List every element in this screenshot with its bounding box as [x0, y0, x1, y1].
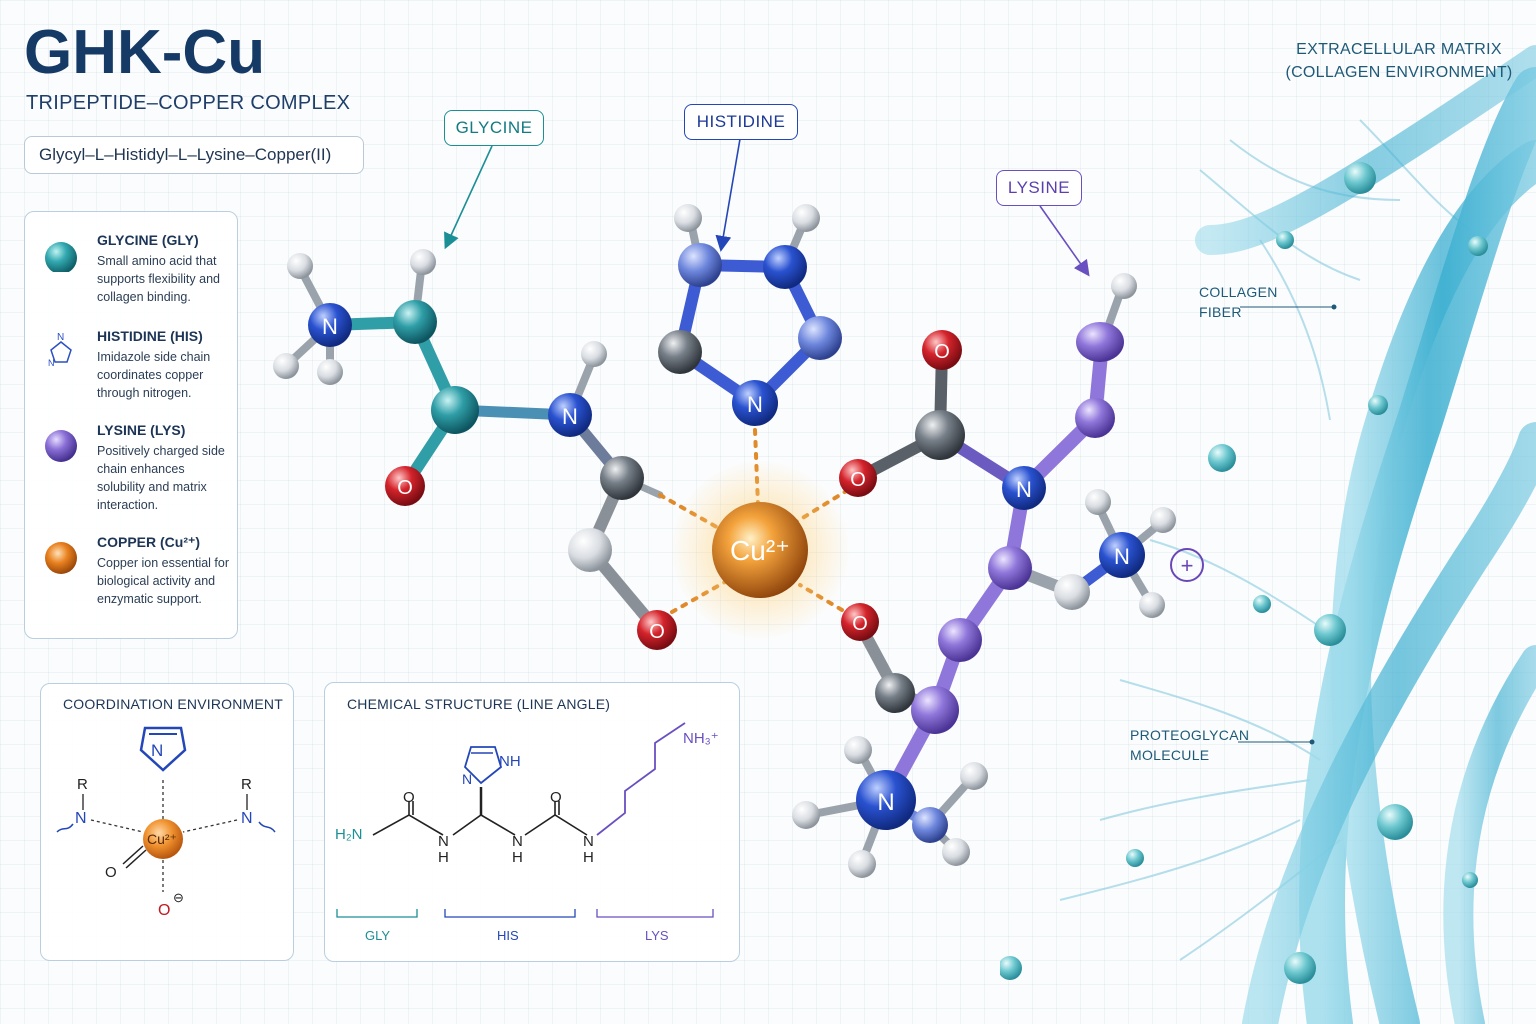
legend-title: COPPER (Cu²⁺) — [97, 534, 201, 550]
page-title: GHK-Cu — [24, 18, 266, 87]
amide-n-1: N — [438, 833, 449, 850]
coord-n-left: N — [75, 810, 87, 827]
collagen-leader-line — [1240, 304, 1337, 310]
h2n-label: H₂N — [335, 826, 363, 843]
atom-label-n: N — [1016, 477, 1032, 502]
full-chemical-name: Glycyl–L–Histidyl–L–Lysine–Copper(II) — [24, 136, 364, 174]
environment-title-line2: (COLLAGEN ENVIRONMENT) — [1285, 64, 1513, 81]
coordination-environment-panel: COORDINATION ENVIRONMENT N R R N N Cu²⁺ … — [40, 683, 294, 961]
coord-cu-label: Cu²⁺ — [147, 831, 177, 847]
amide-h-1: H — [438, 849, 449, 866]
structure-panel-title: CHEMICAL STRUCTURE (LINE ANGLE) — [347, 696, 611, 712]
atom-label-n: N — [747, 392, 763, 417]
collagen-label-line2: FIBER — [1199, 304, 1242, 320]
positive-charge-icon: + — [1181, 553, 1194, 578]
imidazole-ring-icon: N N — [48, 332, 72, 368]
legend-desc: Copper ion essential for biological acti… — [97, 556, 230, 606]
atom-label-n: N — [1114, 544, 1130, 569]
proteoglycan-label: PROTEOGLYCAN MOLECULE — [1130, 725, 1249, 765]
coordination-panel-title: COORDINATION ENVIRONMENT — [63, 696, 283, 712]
coord-r-left: R — [77, 776, 88, 793]
glycine-callout: GLYCINE — [444, 110, 544, 146]
coordination-diagram — [56, 726, 276, 892]
carbonyl-o-1: O — [403, 789, 415, 806]
segment-lys: LYS — [645, 928, 669, 943]
copper-ion-label: Cu²⁺ — [730, 535, 790, 566]
minus-charge-icon: ⊖ — [173, 890, 184, 905]
collagen-environment-illustration — [1000, 45, 1536, 1024]
line-angle-structure — [336, 722, 714, 918]
callout-arrows — [444, 138, 1090, 277]
histidine-callout: HISTIDINE — [684, 104, 798, 140]
environment-title-line1: EXTRACELLULAR MATRIX — [1296, 41, 1502, 58]
collagen-label-line1: COLLAGEN — [1199, 284, 1278, 300]
segment-gly: GLY — [365, 928, 391, 943]
svg-text:N: N — [57, 332, 64, 343]
legend-desc: Imidazole side chain coordinates copper … — [97, 350, 211, 400]
page-subtitle: TRIPEPTIDE–COPPER COMPLEX — [26, 92, 351, 114]
coord-o-minus: O — [158, 902, 171, 919]
legend-desc: Positively charged side chain enhances s… — [97, 444, 225, 512]
atom-label-n: N — [322, 314, 338, 339]
coord-n-right: N — [241, 810, 253, 827]
ghk-cu-molecule-model: Cu²⁺ N N N N — [273, 204, 1204, 878]
purple-sphere-icon — [45, 430, 77, 462]
ring-nh-label: NH — [499, 753, 521, 770]
amide-n-2: N — [512, 833, 523, 850]
nh3-plus-label: NH₃⁺ — [683, 730, 719, 747]
copper-ion-sphere — [712, 502, 808, 598]
atom-label-o: O — [850, 469, 866, 491]
atom-label-n: N — [877, 789, 894, 816]
segment-his: HIS — [497, 928, 519, 943]
svg-text:N: N — [48, 358, 55, 368]
amide-h-3: H — [583, 849, 594, 866]
legend-panel: GLYCINE (GLY) Small amino acid that supp… — [24, 211, 238, 639]
lysine-callout: LYSINE — [996, 170, 1082, 206]
atom-label-n: N — [562, 404, 578, 429]
amide-n-3: N — [583, 833, 594, 850]
atom-label-o: O — [852, 613, 868, 635]
proteoglycan-label-line1: PROTEOGLYCAN — [1130, 727, 1250, 743]
ring-n-label: N — [462, 771, 473, 787]
teal-sphere-icon — [45, 242, 77, 272]
coord-o-double: O — [105, 864, 117, 881]
proteoglycan-leader-line — [1238, 739, 1315, 745]
coord-r-right: R — [241, 776, 252, 793]
atom-label-o: O — [397, 477, 413, 499]
chemical-structure-panel: CHEMICAL STRUCTURE (LINE ANGLE) H₂N O N … — [324, 682, 740, 962]
proteoglycan-label-line2: MOLECULE — [1130, 747, 1210, 763]
amide-h-2: H — [512, 849, 523, 866]
atom-label-o: O — [649, 621, 665, 643]
legend-title: GLYCINE (GLY) — [97, 232, 199, 248]
collagen-fiber-label: COLLAGEN FIBER — [1199, 282, 1278, 322]
legend-title: LYSINE (LYS) — [97, 422, 186, 438]
copper-sphere-icon — [45, 542, 77, 574]
legend-title: HISTIDINE (HIS) — [97, 328, 203, 344]
atom-label-o: O — [934, 341, 950, 363]
carbonyl-o-2: O — [550, 789, 562, 806]
environment-title: EXTRACELLULAR MATRIX (COLLAGEN ENVIRONME… — [1283, 38, 1515, 84]
coord-n-top: N — [151, 741, 164, 760]
legend-desc: Small amino acid that supports flexibili… — [97, 254, 220, 304]
